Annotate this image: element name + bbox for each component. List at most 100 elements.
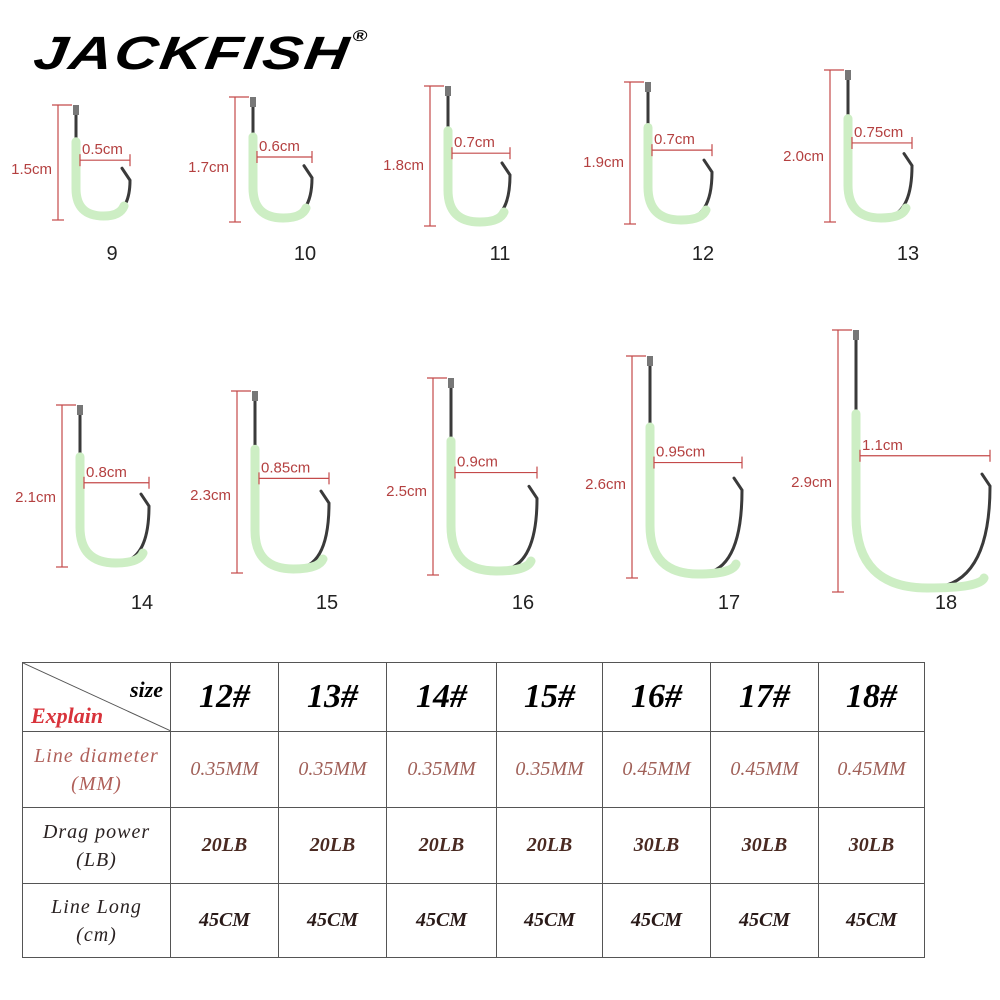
header-size-18: 18#	[818, 662, 925, 732]
length-label: 2.3cm	[190, 487, 231, 504]
glow-tube	[250, 444, 328, 574]
hook-size-number: 9	[106, 243, 118, 265]
length-label: 1.9cm	[583, 154, 624, 171]
hook-size-number: 11	[489, 243, 511, 265]
row-label-line-long: Line Long (cm)	[22, 883, 171, 958]
table-row-line-long: Line Long (cm) 45CM 45CM 45CM 45CM 45CM …	[22, 883, 925, 958]
hook-eye	[250, 97, 256, 107]
length-label: 2.5cm	[386, 483, 427, 500]
hook-diagram: 2.0cm 0.75cm	[783, 69, 914, 223]
table-cell: 45CM	[602, 883, 711, 958]
hook-wire	[449, 378, 539, 573]
row-label-line-diameter: Line diameter (MM)	[22, 731, 171, 808]
glow-tube	[443, 126, 509, 227]
hook-wire	[646, 82, 714, 222]
table-header-row: size Explain 12# 13# 14# 15# 16# 17# 18#	[22, 662, 925, 732]
length-label: 1.7cm	[188, 159, 229, 176]
glow-tube	[248, 132, 311, 223]
table-cell: 45CM	[170, 883, 279, 958]
hook-diagram: 2.1cm 0.8cm	[15, 404, 151, 568]
hook-diagram: 1.8cm 0.7cm	[383, 85, 512, 227]
table-cell: 0.45MM	[818, 731, 925, 808]
header-size-17: 17#	[710, 662, 819, 732]
hook-diagram: 1.5cm 0.5cm	[11, 104, 132, 221]
corner-cell: size Explain	[22, 662, 171, 732]
length-label: 1.5cm	[11, 161, 52, 178]
glow-tube	[446, 436, 536, 576]
table-cell: 0.45MM	[602, 731, 711, 808]
row-label-line1: Drag power	[42, 820, 151, 843]
hook-size-number: 18	[934, 592, 958, 614]
hook-wire	[253, 391, 331, 571]
table-cell: 45CM	[496, 883, 603, 958]
length-label: 2.9cm	[791, 474, 832, 491]
row-label-drag-power: Drag power (LB)	[22, 807, 171, 884]
table-cell: 45CM	[710, 883, 819, 958]
length-label: 2.0cm	[783, 148, 824, 165]
gap-label: 0.85cm	[261, 459, 310, 476]
header-size-16: 16#	[602, 662, 711, 732]
hook-eye	[252, 391, 258, 401]
table-cell: 0.35MM	[278, 731, 387, 808]
table-cell: 20LB	[278, 807, 387, 884]
table-cell: 0.35MM	[496, 731, 603, 808]
hook-eye	[645, 82, 651, 92]
table-cell: 20LB	[496, 807, 603, 884]
table-row-line-diameter: Line diameter (MM) 0.35MM 0.35MM 0.35MM …	[22, 731, 925, 808]
hook-size-number: 12	[691, 243, 715, 265]
header-size-13: 13#	[278, 662, 387, 732]
length-label: 2.1cm	[15, 489, 56, 506]
hook-eye	[73, 105, 79, 115]
gap-label: 0.5cm	[82, 141, 123, 158]
brand-name: JACKFISH	[30, 26, 354, 80]
hook-wire	[251, 97, 314, 220]
hook-size-number: 15	[315, 592, 339, 614]
hook-diagram: 2.6cm 0.95cm	[585, 355, 744, 579]
hook-wire	[78, 405, 151, 565]
hook-size-number: 16	[511, 592, 535, 614]
table-cell: 0.35MM	[386, 731, 497, 808]
corner-diagonal	[23, 663, 171, 731]
table-cell: 45CM	[386, 883, 497, 958]
corner-explain-label: Explain	[31, 703, 104, 728]
gap-label: 0.8cm	[86, 464, 127, 481]
hook-size-number: 17	[717, 592, 741, 614]
glow-tube	[643, 122, 711, 225]
gap-label: 0.75cm	[854, 124, 903, 141]
table-cell: 20LB	[170, 807, 279, 884]
glow-tube	[645, 422, 741, 579]
table-cell: 30LB	[602, 807, 711, 884]
row-label-line2: (LB)	[76, 848, 117, 871]
hook-eye	[853, 330, 859, 340]
header-size-15: 15#	[496, 662, 603, 732]
hook-eye	[845, 70, 851, 80]
table-cell: 30LB	[818, 807, 925, 884]
hook-diagram: 2.3cm 0.85cm	[190, 390, 331, 574]
hook-wire	[446, 86, 512, 224]
length-label: 2.6cm	[585, 476, 626, 493]
gap-label: 0.95cm	[656, 444, 705, 461]
gap-label: 1.1cm	[862, 437, 903, 454]
glow-tube	[75, 452, 148, 568]
gap-label: 0.7cm	[654, 131, 695, 148]
gap-label: 0.9cm	[457, 454, 498, 471]
hook-eye	[448, 378, 454, 388]
hook-wire	[74, 105, 132, 218]
hook-size-number: 14	[130, 592, 154, 614]
brand-logo: JACKFISH®	[30, 26, 371, 81]
length-label: 1.8cm	[383, 157, 424, 174]
table-cell: 0.35MM	[170, 731, 279, 808]
row-label-line1: Line Long	[51, 895, 142, 918]
hook-diagram: 1.9cm 0.7cm	[583, 81, 714, 225]
corner-size-label: size	[130, 677, 163, 702]
hook-eye	[77, 405, 83, 415]
glow-tube	[843, 114, 911, 223]
row-label-line1: Line diameter	[34, 744, 159, 767]
hook-wire	[846, 70, 914, 220]
table-cell: 30LB	[710, 807, 819, 884]
hook-eye	[445, 86, 451, 96]
gap-label: 0.7cm	[454, 134, 495, 151]
spec-table: size Explain 12# 13# 14# 15# 16# 17# 18#…	[22, 662, 925, 958]
table-cell: 20LB	[386, 807, 497, 884]
